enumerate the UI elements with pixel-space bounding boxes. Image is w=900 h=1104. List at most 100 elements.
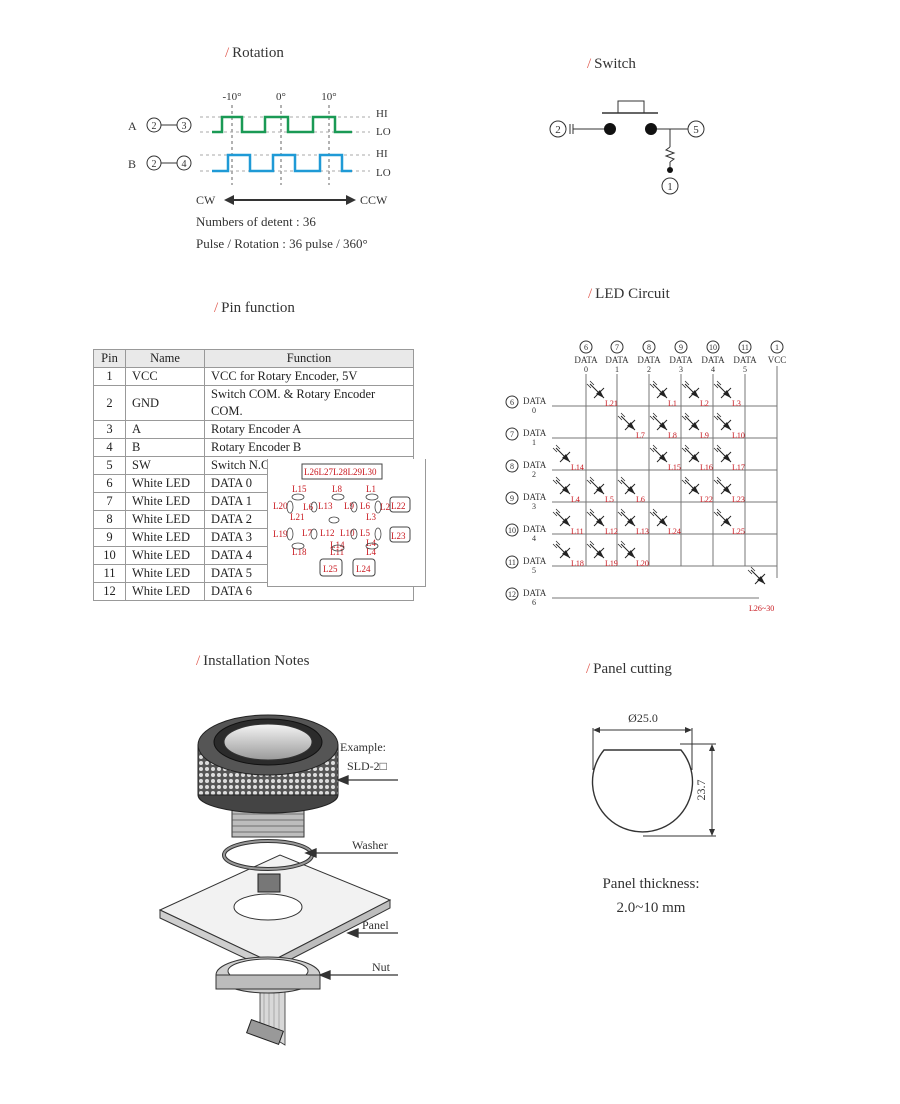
led-label: L19: [605, 559, 618, 568]
ring-led-shape: [365, 542, 379, 550]
hi-label: HI: [376, 108, 388, 120]
detent-text: Numbers of detent : 36: [196, 214, 316, 229]
row-sub: 1: [532, 438, 536, 447]
led-label: L9: [700, 431, 709, 440]
row-pin-number: 9: [510, 494, 514, 503]
led-symbol: [586, 540, 605, 559]
column-label: DATA: [637, 355, 661, 365]
row-pin-circle: [505, 587, 519, 601]
column-pin-number: 1: [775, 343, 779, 352]
column-pin-circle: [674, 340, 688, 354]
title-slash: /: [225, 45, 230, 61]
title-slash: /: [214, 300, 219, 316]
column-pin-number: 8: [647, 343, 651, 352]
row-pin-number: 10: [508, 526, 516, 535]
column-pin-circle: [579, 340, 593, 354]
column-pin-number: 11: [741, 343, 749, 352]
row-label: DATA: [523, 524, 547, 534]
ring-led-shape: [291, 493, 305, 501]
led-circuit-title: /LED Circuit: [588, 286, 670, 303]
ring-label: L12: [320, 528, 335, 538]
ring-led-shape: [350, 501, 358, 513]
switch-diagram: 2 5 1: [549, 100, 705, 195]
row-pin-circle: [505, 491, 519, 505]
led-symbol: [552, 444, 571, 463]
led-label: L17: [732, 463, 745, 472]
rotation-title-text: Rotation: [232, 45, 284, 61]
ring-label: L6: [303, 502, 313, 512]
switch-title-text: Switch: [594, 56, 636, 72]
panel-cutting-drawing: Ø25.0 23.7: [591, 711, 716, 837]
ring-label: L9: [344, 501, 354, 511]
thickness-label: Panel thickness:: [602, 876, 700, 892]
led-label: L24: [668, 527, 681, 536]
led-ring-diagram: L26L27L28L29L30 L15 L8 L1 L20 L6 L13 L9 …: [273, 463, 411, 577]
cell: 6: [93, 474, 126, 493]
led-symbol: [713, 476, 732, 495]
cell: B: [125, 438, 205, 457]
ring-label: L3: [366, 512, 376, 522]
rotation-title: /Rotation: [225, 45, 284, 62]
dim-arrow: [685, 727, 692, 733]
row-pin-circle: [505, 427, 519, 441]
pointer-head: [346, 928, 359, 938]
pin-function-title-text: Pin function: [221, 300, 295, 316]
column-pin-number: 10: [709, 343, 717, 352]
row-pin-number: 6: [510, 398, 514, 407]
led-symbol: [552, 476, 571, 495]
cell: White LED: [125, 582, 205, 601]
channel-a-waveform: [212, 115, 352, 134]
column-label: VCC: [768, 355, 787, 365]
column-label: DATA: [574, 355, 598, 365]
led-label: L2: [700, 399, 709, 408]
led-symbol: [649, 380, 668, 399]
row-sub: 6: [532, 598, 536, 607]
ring-label: L21: [290, 512, 305, 522]
led-label: L11: [571, 527, 584, 536]
pin-number: 2: [152, 121, 157, 132]
led-label: L23: [732, 495, 745, 504]
cell: A: [125, 420, 205, 439]
led-label: L1: [668, 399, 677, 408]
cell: GND: [125, 385, 205, 421]
nut-rim: [215, 974, 321, 990]
led-label: L5: [605, 495, 614, 504]
column-pin-circle: [770, 340, 784, 354]
title-slash: /: [586, 661, 591, 677]
pointer-head: [336, 775, 349, 785]
cell: SW: [125, 456, 205, 475]
led-symbol: [681, 380, 700, 399]
led-label: L15: [668, 463, 681, 472]
column-pin-circle: [642, 340, 656, 354]
arrow-head-right: [346, 195, 356, 205]
ring-top-box: [301, 463, 383, 480]
column-sub: 2: [647, 365, 651, 374]
ring-label: L26L27L28L29L30: [304, 467, 377, 477]
led-symbol: [649, 412, 668, 431]
ring-label: L11: [330, 547, 344, 557]
led-symbol: [713, 380, 732, 399]
led-symbol: [617, 476, 636, 495]
cell: White LED: [125, 510, 205, 529]
cell: White LED: [125, 492, 205, 511]
channel-a-label: A: [128, 119, 137, 133]
led-symbol: [552, 540, 571, 559]
column-sub: 3: [679, 365, 683, 374]
ring-label: L24: [356, 564, 371, 574]
ring-label: L8: [332, 484, 342, 494]
led-symbol: [747, 566, 766, 585]
cell: 10: [93, 546, 126, 565]
pin-number: 1: [667, 181, 673, 193]
column-pin-number: 6: [584, 343, 588, 352]
arrow-head-left: [224, 195, 234, 205]
led-label: L7: [636, 431, 645, 440]
ring-label: L22: [391, 501, 406, 511]
pin-circle: [176, 155, 192, 171]
ring-label: L6: [360, 501, 370, 511]
led-label: L10: [732, 431, 745, 440]
pin-number: 2: [555, 124, 561, 136]
cell: White LED: [125, 528, 205, 547]
